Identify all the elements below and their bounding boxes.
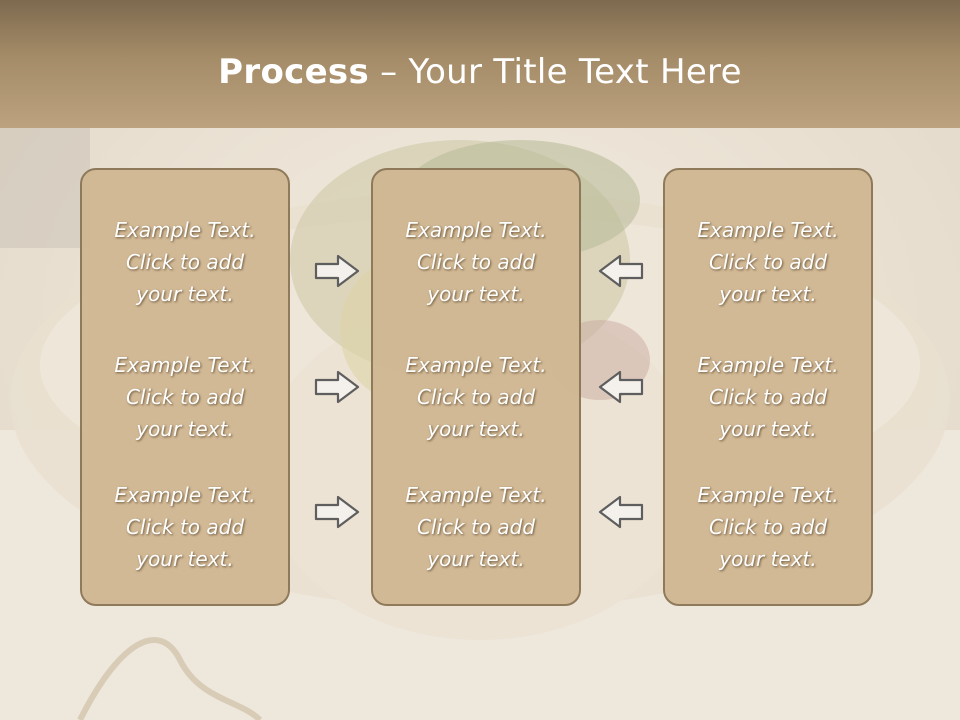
process-box-left[interactable]: Example Text. Click to add your text. Ex… <box>80 168 290 606</box>
left-arrow-icon <box>598 254 644 288</box>
text-line: Click to add <box>416 515 536 539</box>
text-line: Click to add <box>416 250 536 274</box>
text-block[interactable]: Example Text. Click to add your text. <box>665 349 871 445</box>
right-arrow-icon <box>314 370 360 404</box>
text-block[interactable]: Example Text. Click to add your text. <box>82 349 288 445</box>
text-line: Click to add <box>708 385 828 409</box>
right-arrow-icon <box>314 254 360 288</box>
title-rest: – Your Title Text Here <box>369 52 742 92</box>
text-line: Click to add <box>416 385 536 409</box>
text-block[interactable]: Example Text. Click to add your text. <box>665 214 871 310</box>
text-block[interactable]: Example Text. Click to add your text. <box>665 479 871 575</box>
title-band <box>0 0 960 128</box>
text-line: your text. <box>427 417 525 441</box>
title-bold: Process <box>218 52 370 92</box>
text-line: Example Text. <box>697 218 839 242</box>
text-line: Example Text. <box>697 353 839 377</box>
text-line: your text. <box>136 547 234 571</box>
text-line: your text. <box>719 547 817 571</box>
text-line: Example Text. <box>405 483 547 507</box>
text-block[interactable]: Example Text. Click to add your text. <box>373 214 579 310</box>
process-box-right[interactable]: Example Text. Click to add your text. Ex… <box>663 168 873 606</box>
text-line: your text. <box>136 282 234 306</box>
text-line: Example Text. <box>697 483 839 507</box>
left-arrow-icon <box>598 495 644 529</box>
text-line: Example Text. <box>405 218 547 242</box>
text-line: your text. <box>719 282 817 306</box>
text-block[interactable]: Example Text. Click to add your text. <box>373 479 579 575</box>
text-line: Click to add <box>708 250 828 274</box>
text-line: Click to add <box>125 385 245 409</box>
text-block[interactable]: Example Text. Click to add your text. <box>373 349 579 445</box>
right-arrow-icon <box>314 495 360 529</box>
text-line: Example Text. <box>405 353 547 377</box>
text-line: your text. <box>427 282 525 306</box>
text-line: Click to add <box>125 250 245 274</box>
process-box-middle[interactable]: Example Text. Click to add your text. Ex… <box>371 168 581 606</box>
text-line: Example Text. <box>114 218 256 242</box>
left-arrow-icon <box>598 370 644 404</box>
text-line: Click to add <box>125 515 245 539</box>
text-line: your text. <box>719 417 817 441</box>
text-line: Example Text. <box>114 353 256 377</box>
text-line: your text. <box>136 417 234 441</box>
text-line: Example Text. <box>114 483 256 507</box>
text-line: Click to add <box>708 515 828 539</box>
slide-title[interactable]: Process – Your Title Text Here <box>0 52 960 92</box>
text-line: your text. <box>427 547 525 571</box>
text-block[interactable]: Example Text. Click to add your text. <box>82 479 288 575</box>
text-block[interactable]: Example Text. Click to add your text. <box>82 214 288 310</box>
